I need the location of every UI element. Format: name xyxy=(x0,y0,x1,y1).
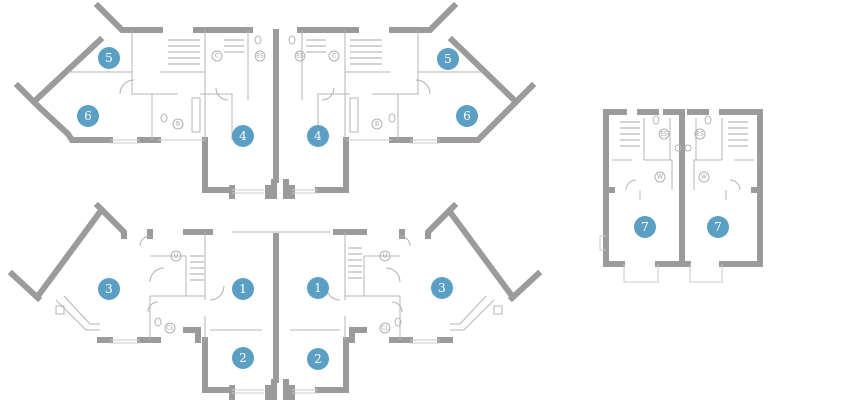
ensuite-label: ES xyxy=(696,131,704,138)
room-badge-7-right: 7 xyxy=(707,216,729,238)
svg-text:2: 2 xyxy=(314,352,322,366)
bathroom-label: B xyxy=(176,121,180,128)
wardrobe-label: W xyxy=(657,174,663,181)
room-badge-1-left: 1 xyxy=(232,278,254,300)
svg-text:3: 3 xyxy=(438,281,446,295)
svg-text:6: 6 xyxy=(84,109,92,123)
utility-label: U xyxy=(174,253,178,260)
utility-label: U xyxy=(383,253,387,260)
svg-text:4: 4 xyxy=(239,129,247,143)
room-badge-3-right: 3 xyxy=(431,277,453,299)
svg-text:1: 1 xyxy=(314,281,322,295)
ensuite-label: ES xyxy=(296,53,304,60)
cupboard-label: C xyxy=(215,53,219,60)
svg-text:4: 4 xyxy=(314,129,322,143)
ground-floor-plan: U U CL CL 3 1 1 3 2 2 xyxy=(7,201,543,400)
ensuite-label: ES xyxy=(256,53,264,60)
room-badge-2-right: 2 xyxy=(307,348,329,370)
room-badge-6-right: 6 xyxy=(456,105,478,127)
room-badge-4-left: 4 xyxy=(232,125,254,147)
wardrobe-label: W xyxy=(701,174,707,181)
svg-text:3: 3 xyxy=(105,282,113,296)
room-badge-7-left: 7 xyxy=(634,216,656,238)
cloakroom-label: CL xyxy=(381,325,389,332)
svg-text:5: 5 xyxy=(444,52,452,66)
room-badge-5-left: 5 xyxy=(98,47,120,69)
cupboard-label: C xyxy=(332,53,336,60)
room-badge-3-left: 3 xyxy=(98,278,120,300)
ensuite-label: ES xyxy=(660,131,668,138)
room-badge-4-right: 4 xyxy=(307,125,329,147)
svg-text:7: 7 xyxy=(641,220,649,234)
bathroom-label: B xyxy=(375,121,379,128)
svg-text:5: 5 xyxy=(105,51,113,65)
cloakroom-label: CL xyxy=(166,325,174,332)
room-badge-6-left: 6 xyxy=(77,105,99,127)
room-badge-1-right: 1 xyxy=(307,277,329,299)
room-badge-5-right: 5 xyxy=(437,48,459,70)
svg-text:6: 6 xyxy=(463,109,471,123)
svg-text:1: 1 xyxy=(239,282,247,296)
svg-text:7: 7 xyxy=(714,220,722,234)
room-badge-2-left: 2 xyxy=(232,347,254,369)
second-floor-plan: ES ES W W 7 7 xyxy=(599,109,763,283)
first-floor-plan: C C ES ES B B 5 6 4 4 xyxy=(13,1,537,199)
svg-text:2: 2 xyxy=(239,351,247,365)
